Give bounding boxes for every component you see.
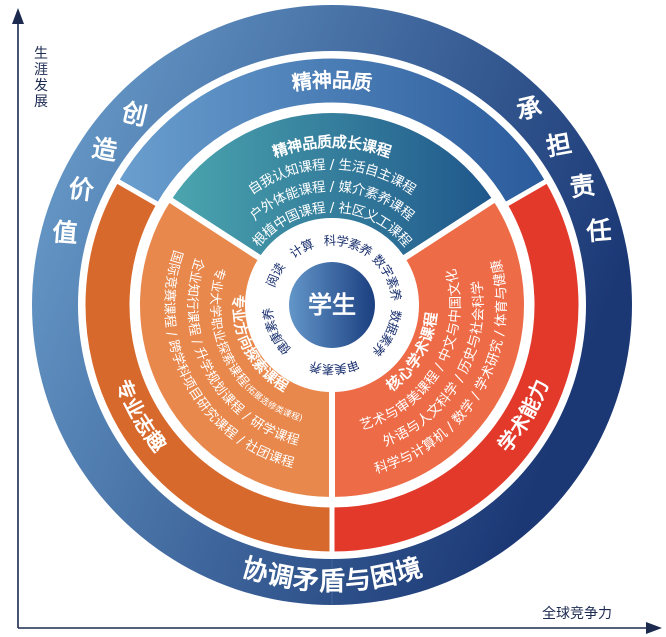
- x-axis-arrow-icon: [646, 622, 662, 634]
- y-axis-arrow-icon: [12, 8, 24, 24]
- y-axis-label: 生涯发展: [34, 46, 48, 110]
- band-left: [80, 177, 335, 557]
- sector-left: [134, 194, 335, 504]
- sector-right: [329, 194, 530, 504]
- sector-top: [164, 107, 500, 264]
- axes: [12, 8, 662, 634]
- center-circle: [289, 262, 375, 348]
- center-label: 学生: [308, 291, 356, 319]
- x-axis-label: 全球竞争力: [542, 606, 612, 622]
